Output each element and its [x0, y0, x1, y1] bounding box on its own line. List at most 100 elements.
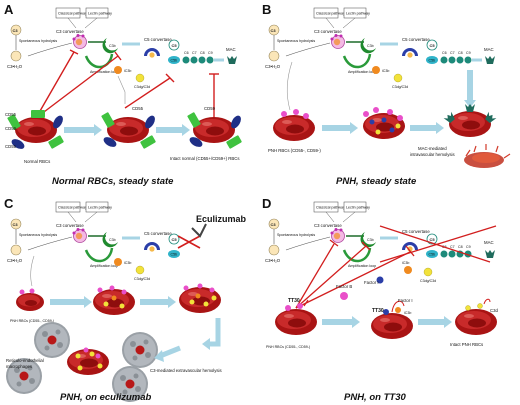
c3conv-label-b: C3 convertase [314, 29, 342, 34]
ic3b-icon [114, 66, 122, 74]
c3h2o-label-d: C3•H₂O [265, 258, 281, 263]
c5b-label-b: C5b [429, 59, 436, 63]
c3conv-label: C3 convertase [56, 29, 84, 34]
pnh-label-d: PNH RBCs (CD55-, CD59-) [266, 345, 310, 349]
tt30b-label: TT30 [372, 308, 384, 314]
c8-label-d: C8 [458, 245, 463, 249]
spont-label-b: Spontaneous hydrolysis [277, 39, 315, 43]
cd55-label: CD55 [5, 112, 17, 117]
panel-a: A C3 Spontaneous hydrolysis C3•H₂O Class… [4, 2, 243, 187]
c3dg-label-c: C3dg/C3d [134, 277, 150, 281]
mac-icon [227, 56, 237, 64]
factori-label: Factor I [364, 280, 379, 285]
c6-label: C6 [184, 51, 189, 55]
mac-label: MAC [226, 47, 236, 52]
c3-label-b: C3 [271, 28, 277, 33]
pnh-rbc [273, 115, 315, 141]
c5conv-label-d: C5 convertase [402, 229, 430, 234]
factor-b-icon [340, 292, 348, 300]
panel-b: B C3 Spontaneous hydrolysis C3•H₂O Class… [262, 2, 511, 187]
amp-label: Amplification loop [90, 70, 118, 74]
hemo1-label-b: MAC-mediated [418, 146, 447, 151]
classical-label-b: Classical pathway [316, 12, 345, 16]
c5-icon [168, 39, 180, 51]
cd55-label-2: CD55 [5, 144, 17, 149]
pnh-label-b: PNH RBCs (CD55-, CD59-) [268, 148, 321, 153]
c5-label-c: C5 [172, 237, 178, 242]
c9-label: C9 [208, 51, 213, 55]
c5conv-label-c: C5 convertase [144, 231, 172, 236]
spont-label-c: Spontaneous hydrolysis [19, 233, 57, 237]
normal-rbc-label: Normal RBCs [24, 159, 50, 164]
c3b-label-d: C3b [367, 238, 374, 242]
intact-rbc [193, 117, 235, 143]
amp-loop [84, 53, 114, 69]
caption-c: PNH, on eculizumab [60, 392, 152, 403]
c3b-label-c: C3b [109, 238, 116, 242]
panel-b-letter: B [262, 2, 271, 17]
c6-label-b: C6 [442, 51, 447, 55]
c9-label-d: C9 [466, 245, 471, 249]
ic3b2-label: iC3b [404, 311, 411, 315]
c5b-icon [168, 56, 180, 64]
amp-label-b: Amplification loop [348, 70, 376, 74]
ic3b-label-c: iC3b [124, 261, 131, 265]
panel-d-letter: D [262, 196, 271, 211]
c7-label-b: C7 [450, 51, 455, 55]
c7-label: C7 [192, 51, 197, 55]
c3-label: C3 [13, 28, 19, 33]
hemo2-label-b: intravascular hemolysis [410, 152, 455, 157]
c3h2o-label-b: C3•H₂O [265, 64, 281, 69]
c3h2o-label-c: C3•H₂O [7, 258, 23, 263]
panel-c: C C3 Spontaneous hydrolysis C3•H₂O Class… [4, 196, 247, 403]
mac-label-b: MAC [484, 47, 494, 52]
c5-label: C5 [172, 43, 178, 48]
lectin-label-c: Lectin pathway [88, 206, 112, 210]
factori2-label: Factor I [398, 298, 413, 303]
ic3b-label-b: iC3b [382, 69, 389, 73]
inhibition-lines [35, 49, 219, 119]
amp-label-c: Amplification loop [90, 264, 118, 268]
spont-label-d: Spontaneous hydrolysis [277, 233, 315, 237]
antibody-icon [191, 223, 207, 238]
c5conv-label: C5 convertase [144, 37, 172, 42]
c3conv-label-d: C3 convertase [314, 223, 342, 228]
caption-d: PNH, on TT30 [344, 392, 406, 403]
spont-label: Spontaneous hydrolysis [19, 39, 57, 43]
c5-convertase-icon [144, 48, 160, 58]
ic3b-label: iC3b [124, 69, 131, 73]
c5b-label: C5b [171, 59, 178, 63]
c9-label-b: C9 [466, 51, 471, 55]
caption-b: PNH, steady state [336, 176, 417, 187]
caption-a: Normal RBCs, steady state [52, 176, 174, 187]
c5-label-d: C5 [430, 237, 436, 242]
c3-label-c: C3 [13, 222, 19, 227]
cd59-label: CD59 [5, 126, 17, 131]
c3-convertase-icon [72, 33, 87, 49]
panel-a-letter: A [4, 2, 14, 17]
intact-label: Intact normal (CD55+/CD59+) RBCs [170, 156, 240, 161]
panel-c-letter: C [4, 196, 14, 211]
c8-label-b: C8 [458, 51, 463, 55]
c3conv-label-c: C3 convertase [56, 223, 84, 228]
extra-label: C3-mediated extravascular hemolysis [150, 368, 222, 373]
lectin-label-d: Lectin pathway [346, 206, 370, 210]
lectin-label: Lectin pathway [88, 12, 112, 16]
mac-label-d: MAC [484, 240, 494, 245]
c5conv-label-b: C5 convertase [402, 37, 430, 42]
tt30-inhibition [295, 225, 497, 309]
lysed-rbc [464, 144, 511, 168]
lectin-label-b: Lectin pathway [346, 12, 370, 16]
classical-label: Classical pathway [58, 12, 87, 16]
c3d-label-d: C3d [490, 308, 498, 313]
c3dg-label: C3dg/C3d [134, 85, 150, 89]
classical-label-d: Classical pathway [316, 206, 345, 210]
c8-label: C8 [200, 51, 205, 55]
c3h2o-label: C3•H₂O [7, 64, 23, 69]
intact-label-d: Intact PNH RBCs [450, 342, 483, 347]
factorb-label: Factor B [336, 284, 352, 289]
macro1-label: Reticulo-endothelial [6, 358, 44, 363]
cd59-label-right: CD59 [204, 106, 216, 111]
eculizumab-block [177, 235, 201, 249]
